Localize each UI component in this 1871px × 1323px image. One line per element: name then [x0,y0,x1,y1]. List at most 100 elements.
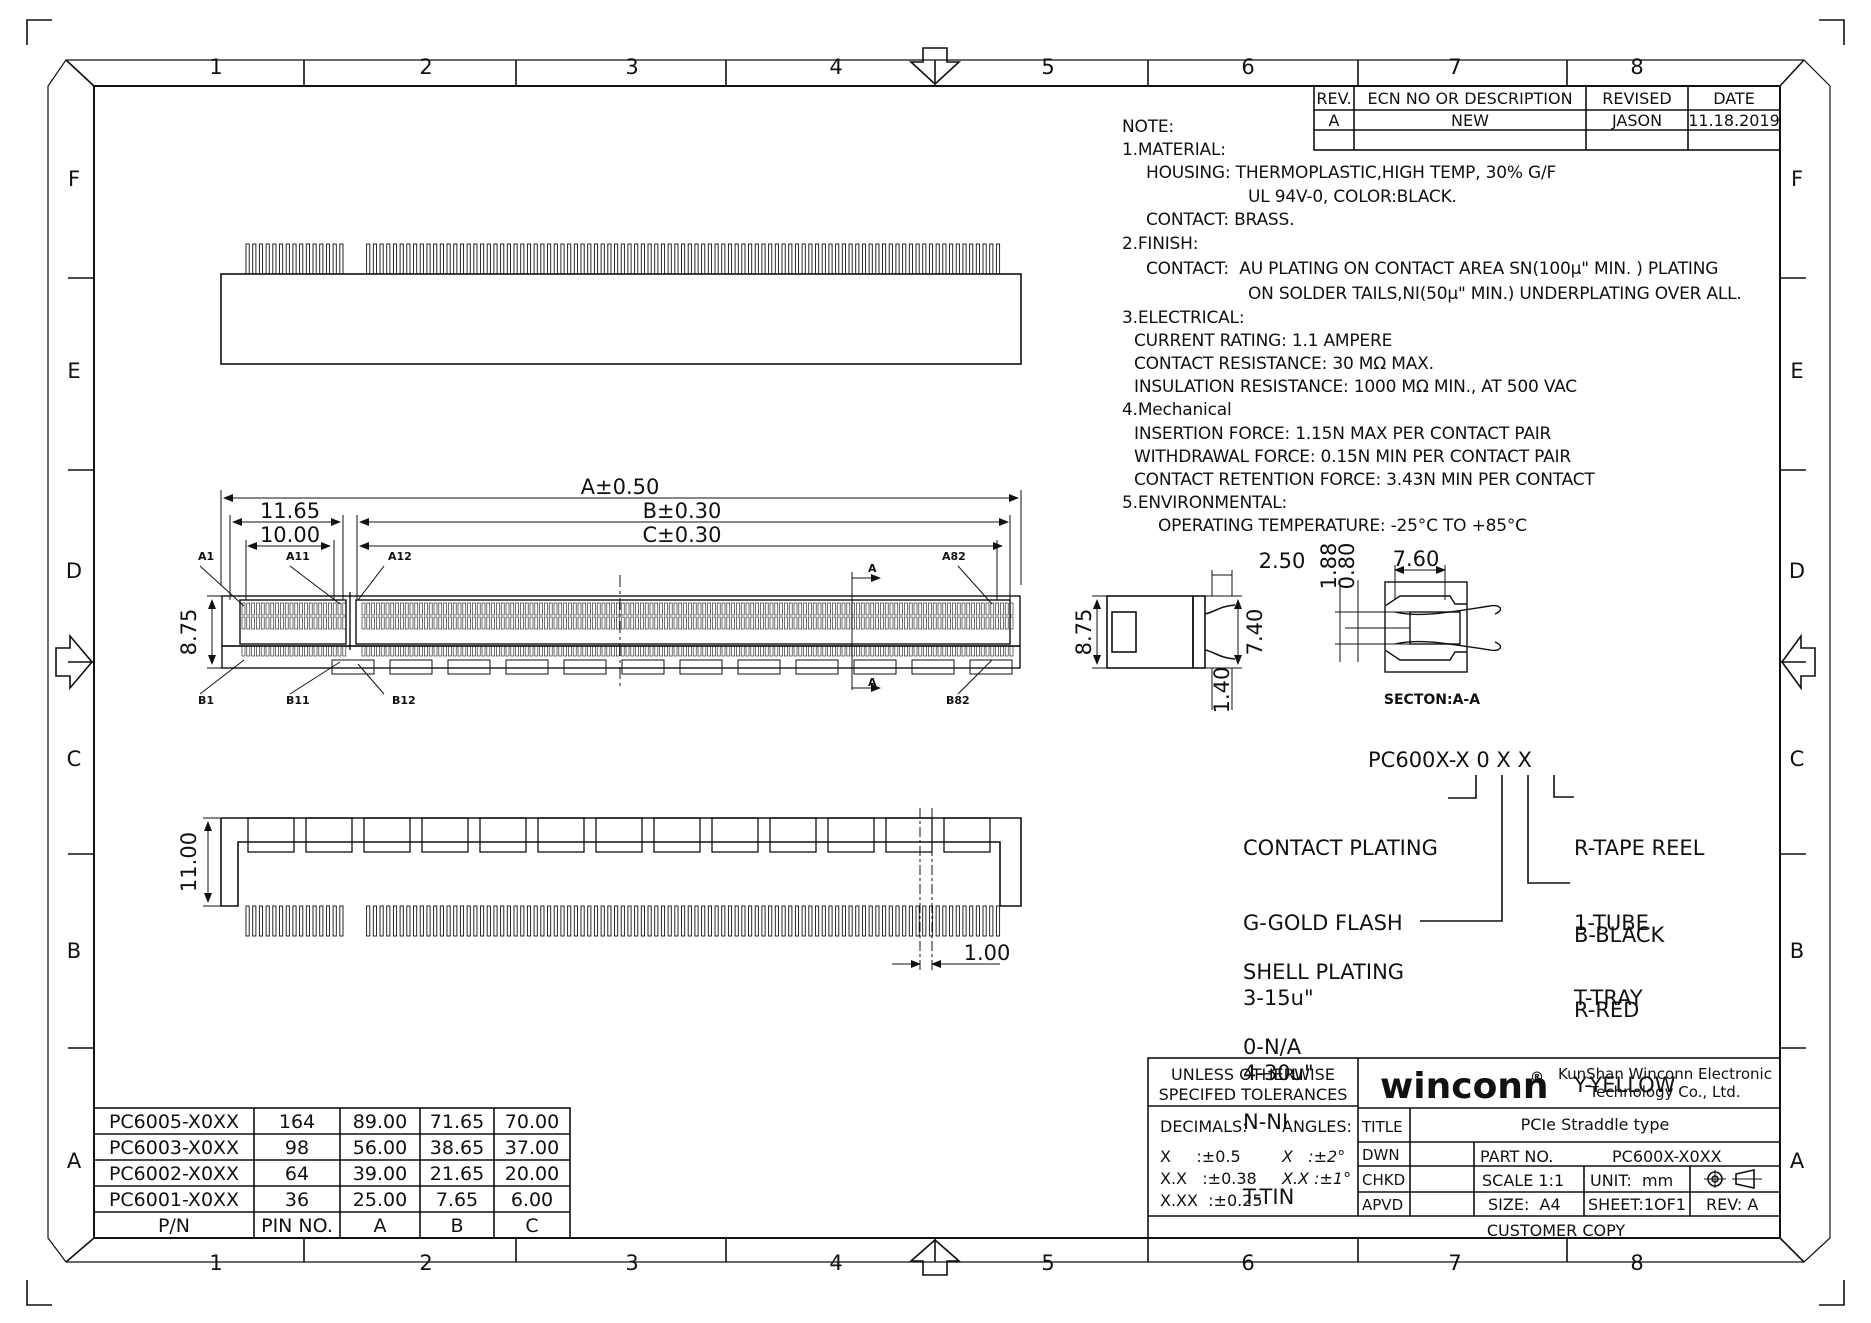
dim-11-65: 11.65 [260,499,320,523]
pn-table-header: B [450,1215,463,1237]
part-no-label: PART NO. [1480,1147,1553,1166]
shell-plating-title: SHELL PLATING [1243,960,1405,984]
section-title: SECTON:A-A [1384,692,1480,708]
zone-row-label: C [67,747,82,771]
zone-column-label: 2 [419,55,432,79]
company-line-1: KunShan Winconn Electronic [1558,1065,1772,1083]
zone-row-label: C [1790,747,1805,771]
ang-x: X :±2° [1281,1147,1345,1166]
color-list: B-BLACK R-RED Y-YELLOW [1574,873,1675,1123]
connector-front-view [220,243,1022,365]
pn-table-cell: PC6002-X0XX [109,1163,239,1185]
pn-table-cell: 70.00 [505,1111,559,1133]
tol-xx: X.X :±0.38 [1160,1169,1257,1188]
contact-plating-title: CONTACT PLATING [1243,836,1438,860]
zone-row-label: E [67,359,80,383]
pn-table-cell: 21.65 [430,1163,484,1185]
packaging-list: R-TAPE REEL 1-TUBE T-TRAY [1574,786,1704,1036]
connector-plan-view [199,490,1022,695]
pn-table-cell: 36 [285,1189,309,1211]
packaging-option: R-TAPE REEL [1574,836,1705,860]
pn-table-cell: 89.00 [353,1111,407,1133]
size-value: SIZE: A4 [1488,1195,1561,1214]
pn-table-cell: 6.00 [511,1189,553,1211]
pin-b12: B12 [392,694,416,707]
pn-table-cell: PC6003-X0XX [109,1137,239,1159]
pn-table-cell: 98 [285,1137,309,1159]
rev-row-date: 11.18.2019 [1688,111,1780,130]
note-line: 2.FINISH: [1122,234,1199,255]
pn-table-header: A [374,1215,387,1237]
section-mark-top: A [868,562,877,575]
note-line: CONTACT: AU PLATING ON CONTACT AREA SN(1… [1146,259,1719,280]
pn-table-header: C [525,1215,538,1237]
angles-label: ANGLES: [1282,1117,1352,1136]
dim-sec-1-88: 1.88 [1317,543,1341,590]
rev-row-revised: JASON [1611,111,1662,130]
dim-c: C±0.30 [642,523,721,547]
color-option: Y-YELLOW [1574,1073,1676,1097]
tol-xxx: X.XX :±0.25 [1160,1191,1263,1210]
zone-column-label: 1 [209,1251,222,1275]
zone-column-label: 4 [829,1251,842,1275]
zone-column-label: 5 [1041,55,1054,79]
note-line: 4.Mechanical [1122,400,1232,421]
dim-side-2-50: 2.50 [1259,549,1306,573]
pn-table-cell: 164 [279,1111,315,1133]
note-line: ON SOLDER TAILS,NI(50μ" MIN.) UNDERPLATI… [1248,284,1742,305]
dim-side-8-75: 8.75 [1072,609,1096,656]
pn-table-cell: 38.65 [430,1137,484,1159]
pin-b11: B11 [286,694,310,707]
dim-1-00: 1.00 [964,941,1011,965]
packaging-option: 1-TUBE [1574,911,1649,935]
dim-11-00: 11.00 [177,832,201,892]
zone-column-label: 3 [625,1251,638,1275]
contact-plating-option: 3-15u" [1243,986,1314,1010]
note-line: CONTACT RETENTION FORCE: 3.43N MIN PER C… [1134,470,1595,491]
note-line: OPERATING TEMPERATURE: -25°C TO +85°C [1158,516,1527,537]
contact-plating-list: CONTACT PLATING G-GOLD FLASH 3-15u" 4-30… [1243,786,1438,1111]
shell-plating-option: N-NI [1243,1110,1289,1134]
tol-x: X :±0.5 [1160,1147,1241,1166]
note-line: HOUSING: THERMOPLASTIC,HIGH TEMP, 30% G/… [1146,163,1557,184]
decimals-label: DECIMALS: [1160,1117,1248,1136]
packaging-option: T-TRAY [1574,986,1643,1010]
dim-side-7-40: 7.40 [1243,609,1267,656]
pn-table-cell: 56.00 [353,1137,407,1159]
zone-row-label: E [1790,359,1803,383]
note-line: CURRENT RATING: 1.1 AMPERE [1134,330,1393,351]
zone-column-label: 7 [1448,55,1461,79]
contact-plating-option: G-GOLD FLASH [1243,911,1403,935]
pin-a82: A82 [942,550,966,563]
color-option: R-RED [1574,998,1640,1022]
shell-plating-list: SHELL PLATING 0-N/A N-NI T-TIN [1243,910,1404,1235]
zone-column-label: 5 [1041,1251,1054,1275]
zone-column-label: 7 [1448,1251,1461,1275]
zone-row-label: D [1789,559,1805,583]
rev-row-desc: NEW [1451,111,1489,130]
notes-title: NOTE: [1122,117,1174,137]
drawing-notes: NOTE: 1.MATERIAL: HOUSING: THERMOPLASTIC… [1122,116,1762,539]
customer-copy: CUSTOMER COPY [1487,1221,1626,1240]
pn-table-cell: 64 [285,1163,309,1185]
drawing-title: PCIe Straddle type [1521,1115,1670,1134]
zone-row-label: F [68,167,80,191]
pn-table-cell: 39.00 [353,1163,407,1185]
shell-plating-option: 0-N/A [1243,1035,1302,1059]
contact-plating-option: 4-30u" [1243,1061,1314,1085]
connector-side-view [1092,570,1242,710]
sheet-value: SHEET:1OF1 [1588,1195,1686,1214]
pn-table-cell: PC6005-X0XX [109,1111,239,1133]
section-mark-bottom: A [868,676,877,689]
pin-a12: A12 [388,550,412,563]
company-line-2: Technology Co., Ltd. [1588,1083,1740,1101]
pn-table-cell: 37.00 [505,1137,559,1159]
zone-row-label: A [67,1149,82,1173]
unit-value: UNIT: mm [1590,1171,1673,1190]
pn-table-cell: 7.65 [436,1189,478,1211]
ang-xx: X.X :±1° [1281,1169,1351,1188]
rev-value: REV: A [1706,1195,1758,1214]
section-a-a-view [1335,565,1502,673]
rev-header-revised: REVISED [1602,89,1671,108]
pn-table-cell: 25.00 [353,1189,407,1211]
